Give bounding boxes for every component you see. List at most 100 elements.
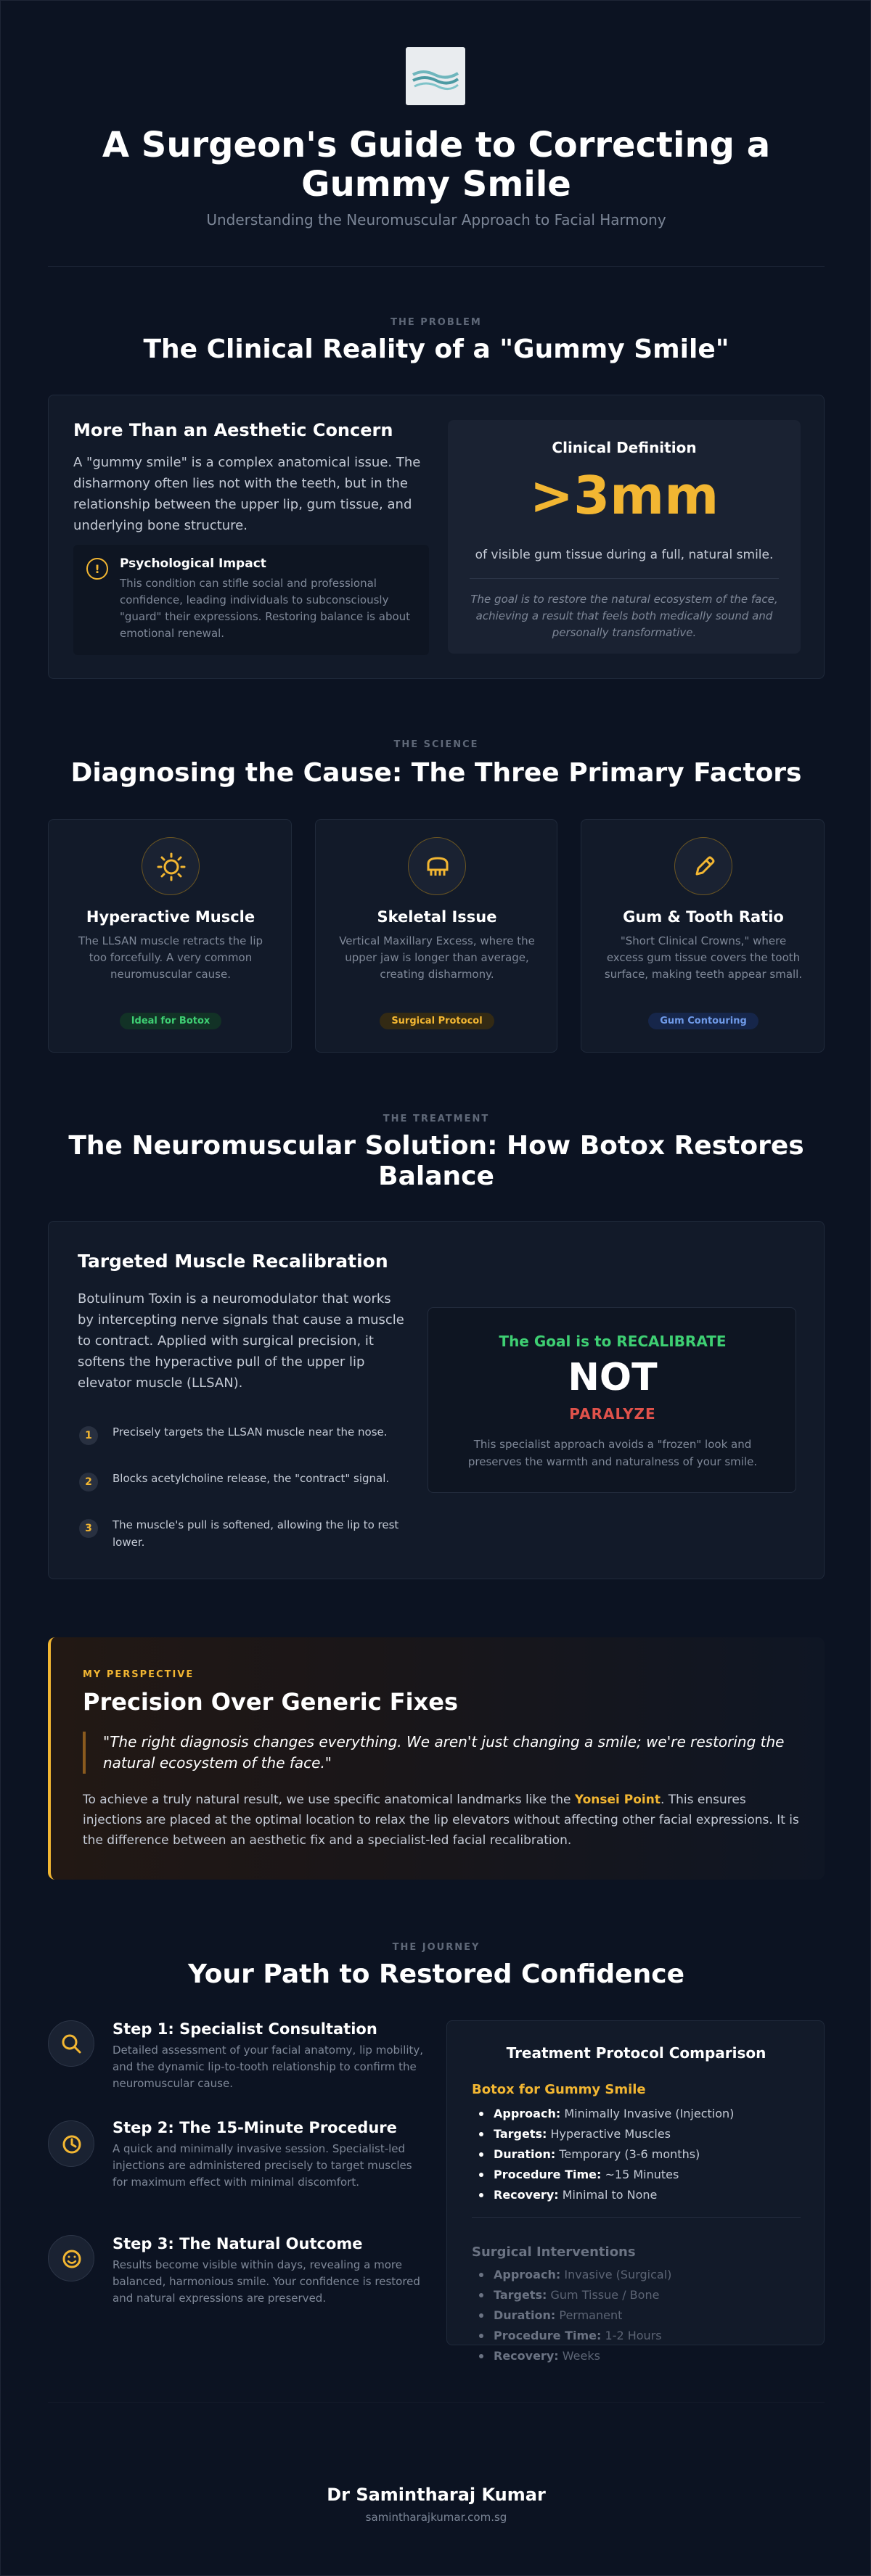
factor-card: Skeletal Issue Vertical Maxillary Excess…	[315, 819, 557, 1053]
mechanism-step: Blocks acetylcholine release, the "contr…	[113, 1472, 390, 1485]
alert-icon: !	[86, 558, 108, 580]
footer-divider	[48, 2402, 825, 2403]
clinical-definition-box: Clinical Definition >3mm of visible gum …	[448, 420, 801, 654]
problem-card-text: A "gummy smile" is a complex anatomical …	[73, 455, 421, 533]
factor-title: Skeletal Issue	[377, 908, 497, 926]
problem-card: More Than an Aesthetic Concern A "gummy …	[48, 395, 825, 679]
botox-item: Procedure Time: ~15 Minutes	[472, 2165, 806, 2185]
perspective-quote: "The right diagnosis changes everything.…	[103, 1733, 785, 1771]
jaw-icon	[408, 837, 466, 895]
search-icon	[48, 2020, 94, 2067]
psych-title: Psychological Impact	[120, 556, 266, 571]
surgical-item: Procedure Time: 1-2 Hours	[472, 2326, 806, 2346]
botox-item: Approach: Minimally Invasive (Injection)	[472, 2104, 806, 2124]
perspective-card: MY PERSPECTIVE Precision Over Generic Fi…	[48, 1637, 825, 1880]
factor-title: Hyperactive Muscle	[86, 908, 255, 926]
treatment-title: The Neuromuscular Solution: How Botox Re…	[68, 1131, 804, 1191]
factor-badge: Ideal for Botox	[119, 1013, 222, 1029]
step-number: 1	[79, 1426, 98, 1445]
treatment-card-title: Targeted Muscle Recalibration	[78, 1251, 388, 1272]
perspective-text: To achieve a truly natural result, we us…	[83, 1790, 801, 1851]
item-value: Hyperactive Muscles	[550, 2127, 671, 2141]
item-key: Recovery:	[494, 2349, 559, 2363]
factor-title: Gum & Tooth Ratio	[623, 908, 784, 926]
item-value: Invasive (Surgical)	[564, 2268, 672, 2281]
journey-step-text: A quick and minimally invasive session. …	[113, 2142, 412, 2189]
problem-card-title: More Than an Aesthetic Concern	[73, 420, 393, 440]
botox-item: Duration: Temporary (3-6 months)	[472, 2144, 806, 2165]
recalibrate-box: The Goal is to RECALIBRATE NOT PARALYZE …	[428, 1307, 796, 1493]
botox-column-title: Botox for Gummy Smile	[472, 2082, 646, 2097]
item-value: Gum Tissue / Bone	[550, 2288, 660, 2302]
footer-name: Dr Samintharaj Kumar	[327, 2485, 546, 2505]
problem-eyebrow: THE PROBLEM	[390, 317, 482, 328]
surgical-item: Duration: Permanent	[472, 2305, 806, 2326]
item-key: Recovery:	[494, 2188, 559, 2202]
goal-text: This specialist approach avoids a "froze…	[467, 1438, 758, 1468]
mechanism-step: The muscle's pull is softened, allowing …	[113, 1518, 399, 1549]
treatment-eyebrow: THE TREATMENT	[383, 1114, 490, 1124]
yonsei-point-highlight: Yonsei Point	[574, 1793, 661, 1807]
treatment-card: Targeted Muscle Recalibration Botulinum …	[48, 1221, 825, 1579]
item-value: 1-2 Hours	[605, 2329, 662, 2342]
goal-line: The Goal is to RECALIBRATE	[499, 1333, 727, 1350]
surgical-item: Targets: Gum Tissue / Bone	[472, 2285, 806, 2305]
item-key: Approach:	[494, 2107, 561, 2120]
journey-eyebrow: THE JOURNEY	[392, 1942, 481, 1953]
quote-bar	[83, 1732, 86, 1774]
edit-icon	[674, 837, 732, 895]
surgical-list: Approach: Invasive (Surgical) Targets: G…	[472, 2265, 806, 2366]
item-key: Targets:	[494, 2127, 547, 2141]
botox-list: Approach: Minimally Invasive (Injection)…	[472, 2104, 806, 2205]
problem-title: The Clinical Reality of a "Gummy Smile"	[143, 334, 729, 364]
surgical-column-title: Surgical Interventions	[472, 2244, 636, 2260]
item-key: Duration:	[494, 2308, 556, 2322]
factor-card: Gum & Tooth Ratio "Short Clinical Crowns…	[581, 819, 825, 1053]
page-subtitle: Understanding the Neuromuscular Approach…	[206, 211, 666, 229]
journey-step-title: Step 2: The 15-Minute Procedure	[113, 2119, 397, 2136]
comparison-card: Treatment Protocol Comparison Botox for …	[446, 2020, 825, 2363]
psych-impact-box: ! Psychological Impact This condition ca…	[73, 545, 429, 655]
comparison-divider	[472, 2217, 801, 2218]
clock-icon	[48, 2120, 94, 2167]
goal-paralyze: PARALYZE	[569, 1405, 656, 1423]
step-number: 3	[79, 1519, 98, 1538]
treatment-card-text: Botulinum Toxin is a neuromodulator that…	[78, 1291, 404, 1391]
perspective-eyebrow: MY PERSPECTIVE	[83, 1669, 195, 1680]
item-value: Temporary (3-6 months)	[559, 2147, 700, 2161]
item-key: Procedure Time:	[494, 2168, 602, 2181]
journey-step-text: Detailed assessment of your facial anato…	[113, 2044, 424, 2090]
botox-item: Targets: Hyperactive Muscles	[472, 2124, 806, 2144]
step-number: 2	[79, 1473, 98, 1491]
surgical-item: Approach: Invasive (Surgical)	[472, 2265, 806, 2285]
psych-text: This condition can stifle social and pro…	[120, 577, 411, 640]
factor-card: Hyperactive Muscle The LLSAN muscle retr…	[48, 819, 292, 1053]
mechanism-step: Precisely targets the LLSAN muscle near …	[113, 1425, 388, 1439]
factor-text: Vertical Maxillary Excess, where the upp…	[339, 934, 535, 981]
logo	[406, 47, 465, 105]
footer-site-link[interactable]: samintharajkumar.com.sg	[365, 2511, 507, 2524]
definition-goal: The goal is to restore the natural ecosy…	[470, 593, 778, 639]
factor-text: The LLSAN muscle retracts the lip too fo…	[78, 934, 263, 981]
sun-icon	[142, 837, 200, 895]
perspective-text-end: . This ensures injections are placed at …	[83, 1793, 799, 1848]
page-title: A Surgeon's Guide to Correcting a Gummy …	[102, 125, 771, 205]
definition-divider	[470, 578, 779, 579]
surgical-item: Recovery: Weeks	[472, 2346, 806, 2366]
item-value: Permanent	[559, 2308, 623, 2322]
science-eyebrow: THE SCIENCE	[393, 739, 479, 750]
botox-item: Recovery: Minimal to None	[472, 2185, 806, 2205]
item-key: Duration:	[494, 2147, 556, 2161]
definition-value: >3mm	[529, 465, 719, 526]
divider	[48, 266, 825, 267]
smile-icon	[48, 2235, 94, 2281]
definition-caption: of visible gum tissue during a full, nat…	[475, 548, 774, 562]
journey-step-text: Results become visible within days, reve…	[113, 2258, 420, 2305]
item-key: Approach:	[494, 2268, 561, 2281]
item-key: Procedure Time:	[494, 2329, 602, 2342]
item-key: Targets:	[494, 2288, 547, 2302]
item-value: Minimal to None	[562, 2188, 658, 2202]
definition-label: Clinical Definition	[552, 439, 697, 456]
science-title: Diagnosing the Cause: The Three Primary …	[70, 758, 802, 788]
